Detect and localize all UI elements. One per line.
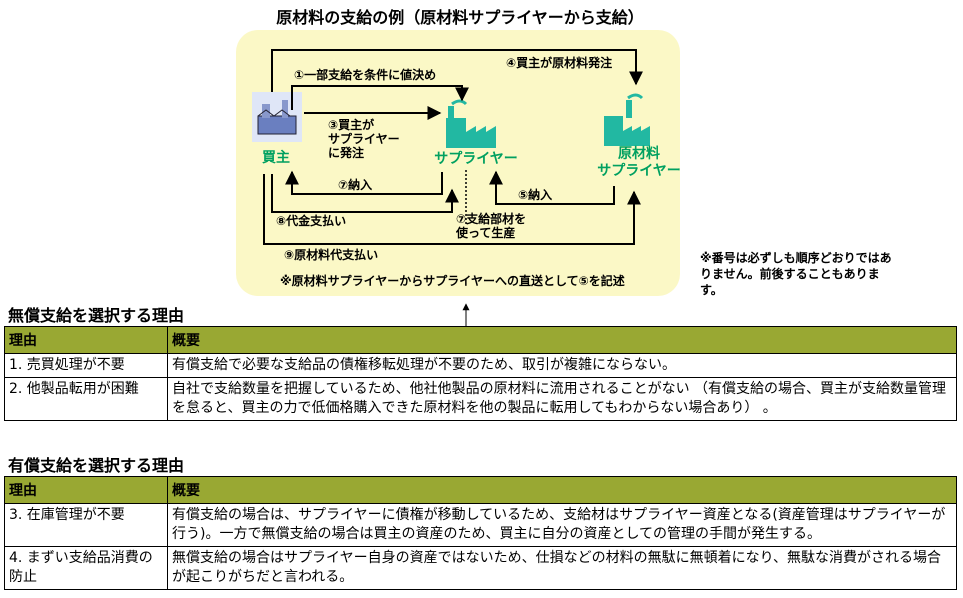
arrow-label-7-deliver: ⑦納入 <box>338 178 373 192</box>
arrow-label-5: ⑤納入 <box>518 188 553 202</box>
material-supplier-node: 原材料 サプライヤー <box>597 146 681 179</box>
arrow-label-4: ④買主が原材料発注 <box>506 56 613 70</box>
table-row: 1. 売買処理が不要 有償支給で必要な支給品の債権移転処理が不要のため、取引が複… <box>4 353 957 378</box>
arrow-label-9: ⑨原材料代支払い <box>284 248 379 262</box>
material-supplier-factory-icon <box>604 93 650 146</box>
supplier-factory-icon <box>446 99 496 148</box>
reason-cell: 1. 売買処理が不要 <box>4 353 168 378</box>
buyer-factory-icon <box>252 92 302 142</box>
supplier-node: サプライヤー <box>434 151 518 167</box>
diagram-footnote: ※原材料サプライヤーからサプライヤーへの直送として⑤を記述 <box>280 274 625 288</box>
header-summary: 概要 <box>167 476 957 504</box>
table-header-row: 理由 概要 <box>4 476 957 504</box>
reason-cell: 3. 在庫管理が不要 <box>4 503 168 547</box>
table-row: 3. 在庫管理が不要 有償支給の場合は、サプライヤーに債権が移動しているため、支… <box>4 503 957 547</box>
header-summary: 概要 <box>167 326 957 354</box>
flow-diagram <box>252 49 650 326</box>
summary-cell: 有償支給の場合は、サプライヤーに債権が移動しているため、支給材はサプライヤー資産… <box>167 503 957 547</box>
paid-supply-title: 有償支給を選択する理由 <box>8 456 185 475</box>
header-reason: 理由 <box>4 476 168 504</box>
summary-cell: 自社で支給数量を把握しているため、他社他製品の原材料に流用されることがない （有… <box>167 377 957 421</box>
arrow-label-3: ③買主が サプライヤー に発注 <box>328 118 400 160</box>
diagram-panel <box>236 30 680 296</box>
arrow-label-7-produce: ⑦支給部材を 使って生産 <box>456 212 527 240</box>
table-row: 4. まずい支給品消費の防止 無償支給の場合はサプライヤー自身の資産ではないため… <box>4 546 957 590</box>
free-supply-title: 無償支給を選択する理由 <box>8 306 185 325</box>
table-row: 2. 他製品転用が困難 自社で支給数量を把握しているため、他社他製品の原材料に流… <box>4 377 957 421</box>
buyer-node: 買主 <box>262 150 290 166</box>
summary-cell: 無償支給の場合はサプライヤー自身の資産ではないため、仕損などの材料の無駄に無頓着… <box>167 546 957 590</box>
order-note: ※番号は必ずしも順序どおりではありません。前後することもあります。 <box>700 251 892 297</box>
arrow-label-8: ⑧代金支払い <box>276 214 347 228</box>
header-reason: 理由 <box>4 326 168 354</box>
arrow-label-1: ①一部支給を条件に値決め <box>294 68 437 82</box>
diagram-title: 原材料の支給の例（原材料サプライヤーから支給） <box>276 8 644 27</box>
reason-cell: 4. まずい支給品消費の防止 <box>4 546 168 590</box>
free-supply-table: 理由 概要 1. 売買処理が不要 有償支給で必要な支給品の債権移転処理が不要のた… <box>4 326 957 421</box>
summary-cell: 有償支給で必要な支給品の債権移転処理が不要のため、取引が複雑にならない。 <box>167 353 957 378</box>
table-header-row: 理由 概要 <box>4 326 957 354</box>
paid-supply-table: 理由 概要 3. 在庫管理が不要 有償支給の場合は、サプライヤーに債権が移動して… <box>4 476 957 590</box>
reason-cell: 2. 他製品転用が困難 <box>4 377 168 421</box>
